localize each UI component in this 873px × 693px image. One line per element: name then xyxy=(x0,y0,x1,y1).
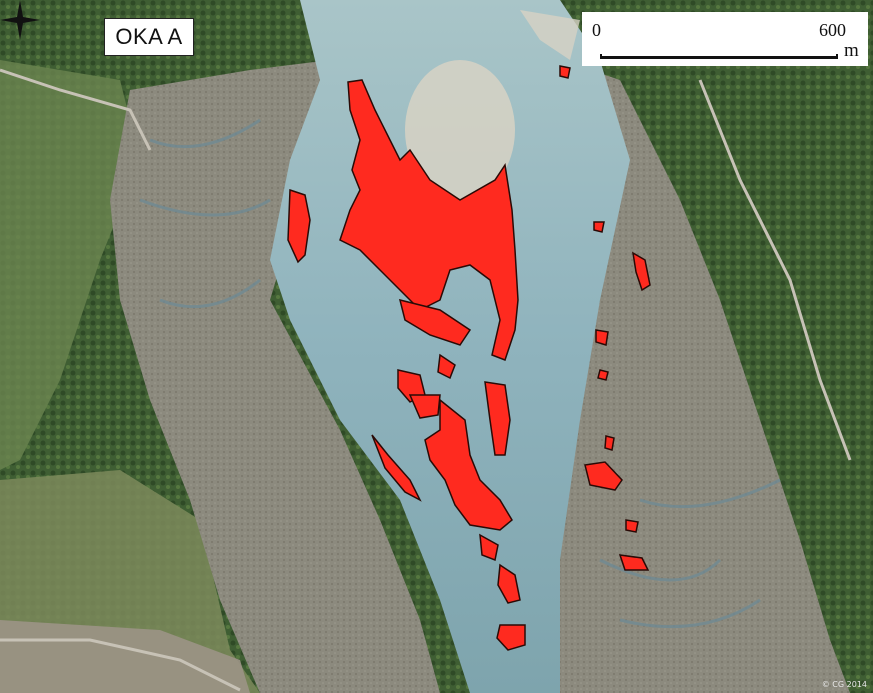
town-south xyxy=(0,620,250,693)
highlight-east-4 xyxy=(595,329,609,346)
road-south xyxy=(0,638,241,692)
sandbank-north xyxy=(520,10,580,60)
highlight-lower-3 xyxy=(497,563,521,604)
compass-star-icon xyxy=(0,0,40,40)
scale-bar-panel: 0 600 m xyxy=(582,12,868,66)
highlight-mid-3 xyxy=(408,394,441,419)
east-marsh xyxy=(560,60,850,693)
scale-end-label: 600 xyxy=(819,20,846,40)
highlight-strip xyxy=(484,381,511,456)
highlight-south xyxy=(496,624,526,651)
road-east xyxy=(698,79,852,461)
highlight-east-7 xyxy=(625,519,639,533)
highlight-east-2 xyxy=(618,554,650,571)
west-fields xyxy=(0,60,140,470)
highlight-north xyxy=(559,65,571,79)
highlight-lower-2 xyxy=(479,533,499,562)
tidal-creeks xyxy=(139,118,781,629)
highlight-areas xyxy=(287,65,651,651)
highlight-west-1 xyxy=(287,188,311,264)
highlight-mid-4 xyxy=(437,353,456,380)
highlight-lower xyxy=(424,398,513,531)
highlight-main xyxy=(339,79,519,361)
scale-start-label: 0 xyxy=(592,20,601,40)
west-marsh xyxy=(110,60,440,693)
road-west xyxy=(0,68,152,151)
scale-bar xyxy=(600,54,838,59)
highlight-east-6 xyxy=(604,435,615,451)
highlight-west-2 xyxy=(371,434,422,502)
highlight-mid-1 xyxy=(398,298,472,346)
highlight-east-3 xyxy=(632,251,651,292)
map-title: OKA A xyxy=(104,18,194,56)
highlight-east-5 xyxy=(597,369,609,381)
highlight-east-1 xyxy=(584,461,623,491)
sandbank xyxy=(405,60,515,200)
copyright-text: © CG 2014 xyxy=(821,680,867,689)
highlight-east-8 xyxy=(593,221,605,233)
scale-unit-label: m xyxy=(844,40,859,61)
